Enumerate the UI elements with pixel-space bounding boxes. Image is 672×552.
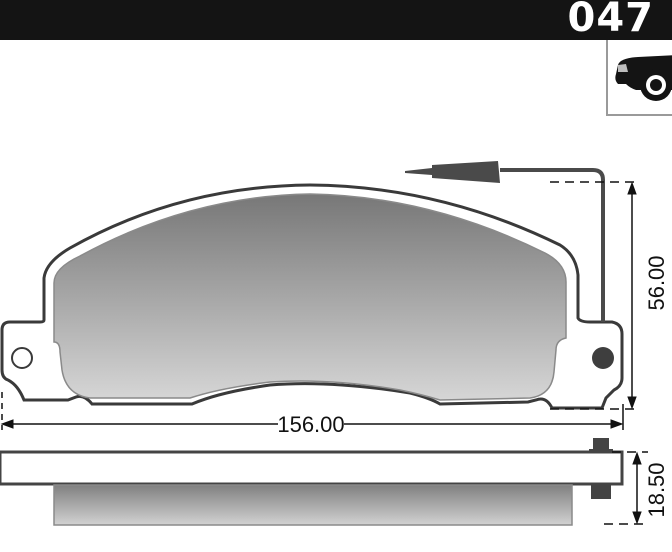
friction-material-front <box>53 193 567 401</box>
thickness-dimension-label: 18.50 <box>644 462 669 517</box>
wear-sensor-side <box>589 438 613 499</box>
mounting-hole-right <box>592 347 614 369</box>
friction-material-side <box>53 484 573 526</box>
header-bar: 047 <box>0 0 672 41</box>
part-code: 047 <box>567 0 654 41</box>
car-front-axle-icon <box>615 55 672 101</box>
mounting-hole-left <box>11 347 33 369</box>
width-dimension-label: 156.00 <box>277 412 344 437</box>
backing-plate-side <box>0 450 624 486</box>
width-dimension <box>0 392 624 430</box>
position-icon-box <box>606 40 672 116</box>
height-dimension <box>550 181 640 410</box>
height-dimension-label: 56.00 <box>644 255 669 310</box>
wear-sensor <box>405 161 605 322</box>
thickness-dimension <box>604 451 648 525</box>
